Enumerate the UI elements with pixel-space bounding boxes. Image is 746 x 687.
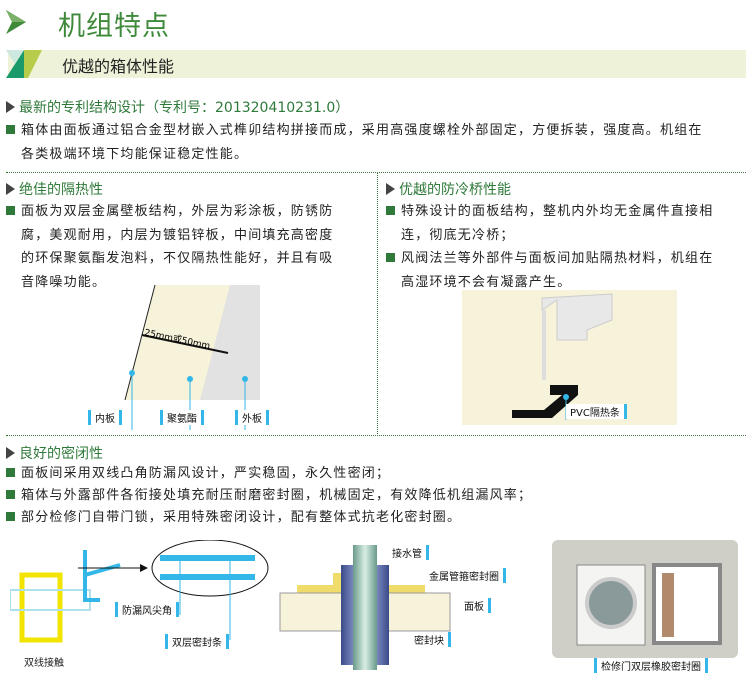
section-heading-insulation: 绝佳的隔热性: [6, 179, 103, 199]
label-leak-proof-corner: 防漏风尖角: [115, 602, 179, 617]
arrow-logo-icon: [6, 10, 26, 34]
section-heading-sealing: 良好的密闭性: [6, 443, 103, 463]
label-inner-panel: 内板: [88, 410, 122, 425]
text-line: 连，彻底无冷桥；: [401, 227, 515, 243]
heading-text: 良好的密闭性: [19, 446, 103, 462]
divider: [377, 172, 378, 434]
square-bullet-icon: [6, 206, 15, 215]
square-bullet-icon: [386, 206, 395, 215]
heading-text: 优越的防冷桥性能: [399, 182, 511, 198]
section-heading-cold-bridge: 优越的防冷桥性能: [386, 179, 511, 199]
divider: [6, 435, 746, 436]
text-line: 特殊设计的面板结构，整机内外均无金属件直接相: [401, 204, 714, 219]
heading-text: 绝佳的隔热性: [19, 182, 103, 198]
label-seal-block: 密封块: [410, 632, 451, 647]
triangle-bullet-icon: [6, 101, 15, 113]
label-drain-pipe: 接水管: [388, 545, 429, 560]
square-bullet-icon: [386, 253, 395, 262]
divider: [6, 172, 746, 173]
text-line: 部分检修门自带门锁，采用特殊密闭设计，配有整体式抗老化密封圈。: [21, 510, 462, 525]
cold-bridge-diagram: [462, 290, 677, 425]
square-bullet-icon: [6, 125, 15, 134]
section-band: [8, 50, 746, 78]
triangle-bullet-icon: [6, 447, 15, 459]
double-seal-diagram: [10, 540, 269, 643]
text-line: 各类极端环境下均能保证稳定性能。: [21, 146, 249, 162]
label-double-contact: 双线接触: [24, 658, 64, 669]
band-logo-icon: [6, 50, 42, 78]
section-body-patent: 箱体由面板通过铝合金型材嵌入式榫卯结构拼接而成，采用高强度螺栓外部固定，方便拆装…: [6, 119, 746, 166]
square-bullet-icon: [6, 512, 15, 521]
text-line: 高湿环境不会有凝露产生。: [401, 274, 572, 290]
text-line: 腐，美观耐用，内层为镀铝锌板，中间填充高密度: [21, 227, 334, 243]
text-line: 箱体与外露部件各衔接处填充耐压耐磨密封圈，机械固定，有效降低机组漏风率；: [21, 488, 533, 503]
label-double-seal-strip: 双层密封条: [165, 634, 229, 649]
text-line: 箱体由面板通过铝合金型材嵌入式榫卯结构拼接而成，采用高强度螺栓外部固定，方便拆装…: [21, 123, 703, 138]
square-bullet-icon: [6, 490, 15, 499]
label-panel: 面板: [460, 598, 491, 613]
triangle-bullet-icon: [6, 183, 15, 195]
section-body-cold-bridge: 特殊设计的面板结构，整机内外均无金属件直接相 连，彻底无冷桥； 风阀法兰等外部件…: [386, 200, 746, 294]
pipe-seal-diagram: [279, 545, 451, 670]
section-heading-patent: 最新的专利结构设计（专利号：201320410231.0）: [6, 97, 349, 117]
text-line: 面板间采用双线凸角防漏风设计，严实稳固，永久性密闭；: [21, 466, 391, 481]
section-body-sealing: 面板间采用双线凸角防漏风设计，严实稳固，永久性密闭； 箱体与外露部件各衔接处填充…: [6, 463, 746, 529]
label-door-rubber-seal: 检修门双层橡胶密封圈: [594, 658, 708, 673]
page-title: 机组特点: [58, 11, 170, 42]
triangle-bullet-icon: [386, 183, 395, 195]
panel-diagram: 25mm或50mm: [124, 285, 260, 430]
label-outer-panel: 外板: [235, 410, 269, 425]
band-title: 优越的箱体性能: [62, 57, 175, 76]
text-line: 音降噪功能。: [21, 274, 107, 290]
label-polyurethane: 聚氨酯: [160, 410, 204, 425]
text-line: 风阀法兰等外部件与面板间加贴隔热材料，机组在: [401, 251, 714, 266]
label-metal-hoop-seal: 金属管箍密封圈: [425, 568, 506, 583]
text-line: 面板为双层金属壁板结构，外层为彩涂板，防锈防: [21, 204, 334, 219]
text-line: 的环保聚氨酯发泡料，不仅隔热性能好，并且有吸: [21, 251, 334, 266]
heading-text: 最新的专利结构设计（专利号：201320410231.0）: [19, 100, 350, 116]
access-door-photo: [552, 540, 738, 658]
label-pvc-strip: PVC隔热条: [566, 404, 627, 419]
section-body-insulation: 面板为双层金属壁板结构，外层为彩涂板，防锈防 腐，美观耐用，内层为镀铝锌板，中间…: [6, 200, 376, 294]
square-bullet-icon: [6, 468, 15, 477]
